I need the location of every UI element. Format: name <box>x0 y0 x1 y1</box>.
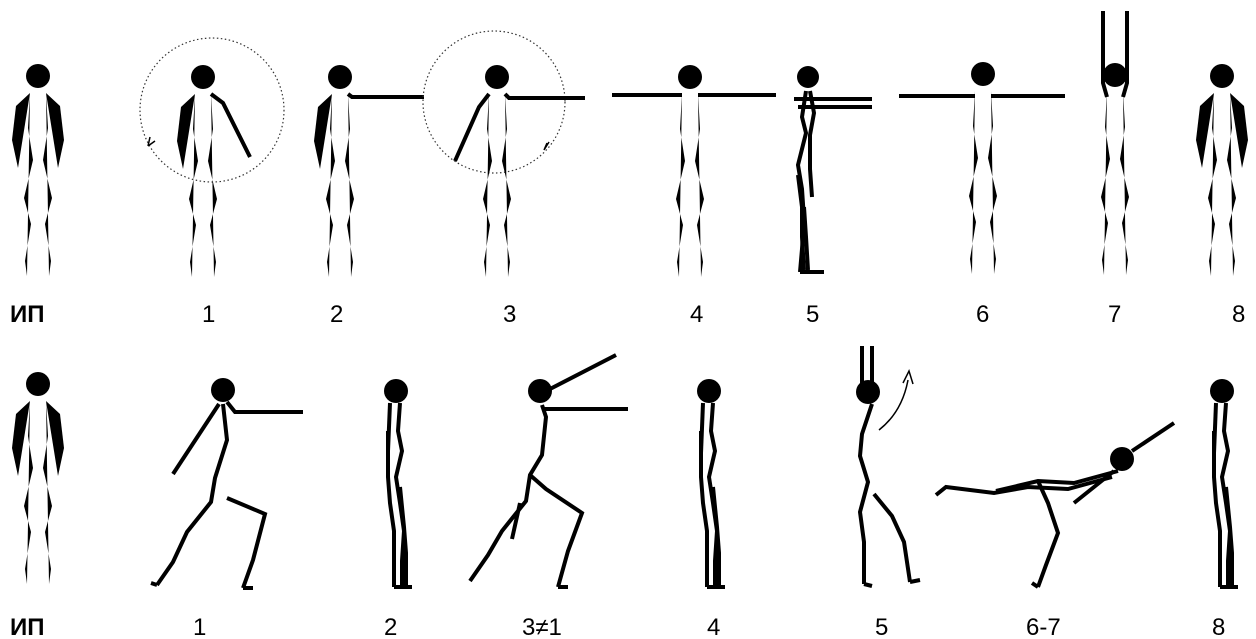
circle-motion-guide <box>422 30 566 174</box>
figure-row1-ip <box>12 64 64 278</box>
figure-row1-1 <box>177 65 252 279</box>
figure-row1-4 <box>612 65 776 279</box>
figure-row1-6 <box>899 62 1065 276</box>
step-label: 1 <box>193 614 206 639</box>
step-label: 7 <box>1108 301 1121 328</box>
figure-row2-4 <box>697 379 725 589</box>
figure-row2-8 <box>1210 379 1238 589</box>
figure-row2-1 <box>150 378 303 590</box>
step-label: 6-7 <box>1026 614 1061 639</box>
step-label: ИП <box>10 301 45 328</box>
step-label: 6 <box>976 301 989 328</box>
step-label: 4 <box>707 614 720 639</box>
figure-row2-2 <box>384 379 412 589</box>
figure-row1-7 <box>1095 11 1135 277</box>
step-label: 8 <box>1232 301 1245 328</box>
step-label: 1 <box>202 301 215 328</box>
arrow-motion-guide <box>147 136 156 147</box>
figure-row2-ip <box>12 372 64 586</box>
step-label: 2 <box>384 614 397 639</box>
figure-row2-67 <box>934 421 1176 589</box>
circle-motion-guide <box>139 37 285 183</box>
arrow-motion-guide <box>543 141 550 151</box>
step-label: 3 <box>503 301 516 328</box>
figure-row2-5 <box>856 346 921 588</box>
step-label: 8 <box>1212 614 1225 639</box>
step-label: 3≠1 <box>522 614 562 639</box>
step-label: 5 <box>806 301 819 328</box>
step-label: 5 <box>875 614 888 639</box>
figure-row2-3 <box>468 353 628 589</box>
arrow-motion-guide <box>878 368 914 431</box>
figure-row1-8 <box>1196 64 1248 278</box>
step-label: ИП <box>10 614 45 639</box>
figure-row1-3 <box>453 65 585 279</box>
step-label: 4 <box>690 301 703 328</box>
step-label: 2 <box>330 301 343 328</box>
figure-row1-5 <box>794 66 872 274</box>
figure-row1-2 <box>314 65 424 279</box>
